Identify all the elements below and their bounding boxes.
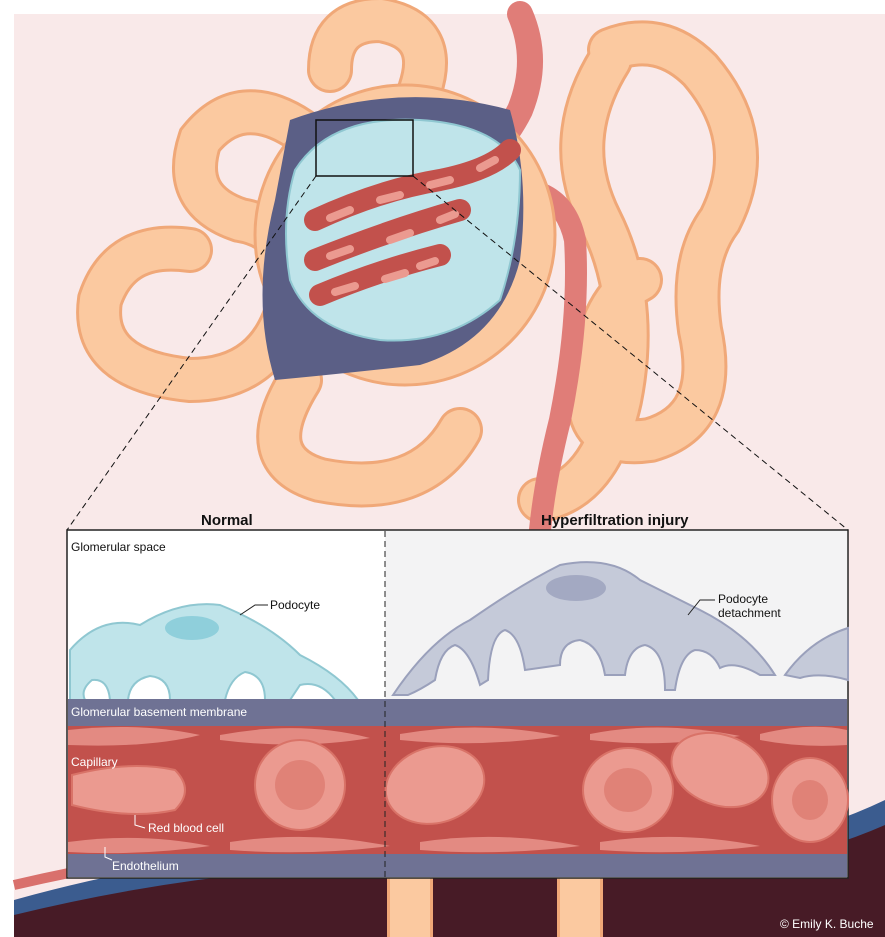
label-red-blood-cell: Red blood cell xyxy=(148,821,224,835)
endothelium-band xyxy=(68,854,847,877)
label-capillary: Capillary xyxy=(71,755,118,769)
podocyte-injured-nucleus xyxy=(546,575,606,601)
bowman-capsule xyxy=(255,85,555,385)
label-glomerular-space: Glomerular space xyxy=(71,540,166,554)
heading-injury: Hyperfiltration injury xyxy=(541,512,689,529)
label-gbm: Glomerular basement membrane xyxy=(71,705,247,719)
label-endothelium: Endothelium xyxy=(112,859,179,873)
heading-normal: Normal xyxy=(201,512,253,529)
podocyte-nucleus xyxy=(165,616,219,640)
copyright-credit: © Emily K. Buche xyxy=(780,917,874,931)
label-podocyte: Podocyte xyxy=(270,598,320,612)
label-podocyte-detachment: Podocyte detachment xyxy=(718,592,781,620)
